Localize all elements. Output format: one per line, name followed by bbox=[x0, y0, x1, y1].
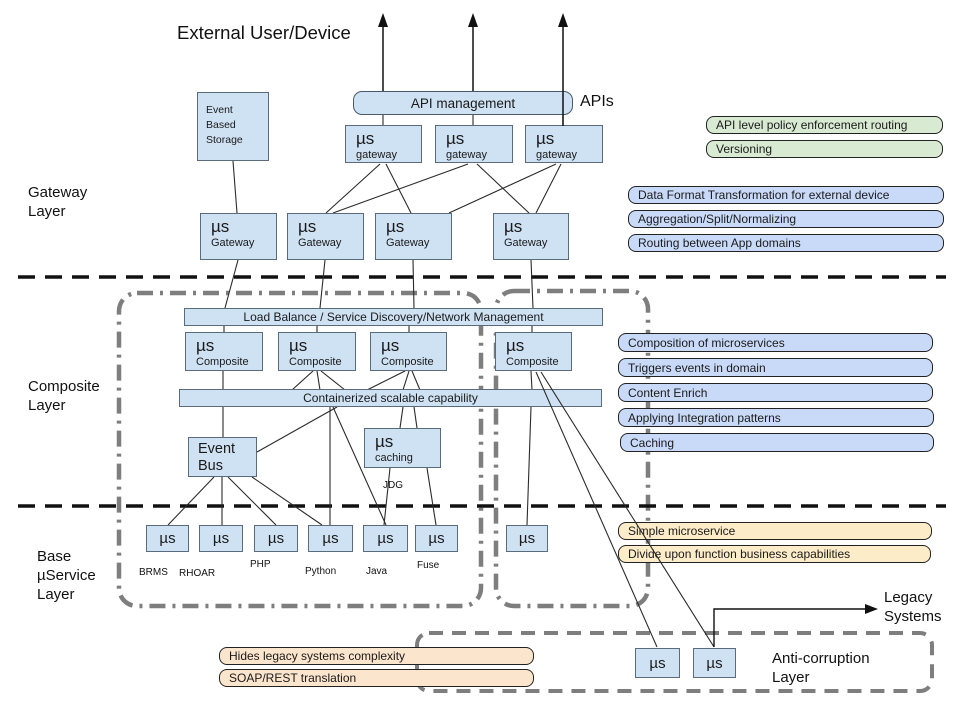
us-base-node-brms: µs bbox=[146, 525, 189, 552]
composite-sub-label: Composite bbox=[196, 356, 249, 368]
gateway-layer-label: Gateway Layer bbox=[28, 184, 88, 220]
annotation-composition: Composition of microservices bbox=[618, 333, 933, 352]
tech-label-java: Java bbox=[366, 566, 388, 577]
gateway-sub-label: Gateway bbox=[298, 237, 342, 249]
annotation-routing: Routing between App domains bbox=[628, 234, 944, 252]
event-based-storage-node: Event Based Storage bbox=[197, 92, 269, 161]
annotation-integration-patterns: Applying Integration patterns bbox=[618, 408, 934, 427]
us-composite-node-1: µs Composite bbox=[185, 332, 263, 371]
us-gateway-node-2: µs Gateway bbox=[287, 213, 364, 260]
caching-sub-label: caching bbox=[375, 452, 413, 464]
us-base-node-python: µs bbox=[308, 525, 353, 552]
jdg-label: JDG bbox=[383, 480, 403, 491]
up-arrowhead-icon bbox=[558, 13, 568, 27]
us-label: µs bbox=[536, 129, 555, 148]
annotation-caching: Caching bbox=[620, 433, 934, 452]
us-composite-node-2: µs Composite bbox=[278, 332, 356, 371]
legacy-systems-label: Legacy Systems bbox=[884, 589, 942, 625]
tech-label-brms: BRMS bbox=[139, 567, 168, 578]
us-base-node-php: µs bbox=[254, 525, 298, 552]
annotation-api-policy: API level policy enforcement routing bbox=[706, 116, 943, 134]
us-label: µs bbox=[506, 336, 525, 355]
us-label: µs bbox=[298, 217, 317, 236]
us-gateway-node-1: µs Gateway bbox=[200, 213, 277, 260]
annotation-simple-microservice: Simple microservice bbox=[618, 522, 932, 540]
composite-sub-label: Composite bbox=[289, 356, 342, 368]
us-gateway-small-node-3: µs gateway bbox=[525, 125, 603, 163]
us-caching-node: µs caching bbox=[364, 428, 441, 468]
us-label: µs bbox=[211, 217, 230, 236]
annotation-triggers: Triggers events in domain bbox=[618, 358, 933, 377]
gateway-sub-label: gateway bbox=[356, 149, 397, 161]
us-label: µs bbox=[196, 336, 215, 355]
up-arrowhead-icon bbox=[468, 13, 478, 27]
up-arrowhead-icon bbox=[378, 13, 388, 27]
tech-label-php: PHP bbox=[250, 559, 271, 570]
us-composite-node-3: µs Composite bbox=[370, 332, 447, 371]
us-label: µs bbox=[386, 217, 405, 236]
apis-label: APIs bbox=[580, 93, 614, 110]
us-label: µs bbox=[289, 336, 308, 355]
right-arrowhead-icon bbox=[865, 604, 878, 614]
us-gateway-small-node-2: µs gateway bbox=[435, 125, 513, 163]
us-gateway-node-3: µs Gateway bbox=[375, 213, 452, 260]
tech-label-rhoar: RHOAR bbox=[179, 568, 216, 579]
us-label: µs bbox=[381, 336, 400, 355]
composite-sub-label: Composite bbox=[381, 356, 434, 368]
us-base-node-java: µs bbox=[363, 525, 408, 552]
annotation-divide-function: Divide upon function business capabiliti… bbox=[618, 545, 931, 563]
annotation-soap-rest: SOAP/REST translation bbox=[219, 669, 534, 687]
base-layer-label: Base µService Layer bbox=[37, 548, 96, 603]
containerized-bar: Containerized scalable capability bbox=[179, 389, 602, 407]
composite-sub-label: Composite bbox=[506, 356, 559, 368]
annotation-hides-legacy: Hides legacy systems complexity bbox=[219, 647, 534, 665]
us-label: µs bbox=[356, 129, 375, 148]
annotation-data-format: Data Format Transformation for external … bbox=[628, 186, 944, 204]
us-composite-node-4: µs Composite bbox=[495, 332, 572, 371]
load-balance-bar: Load Balance / Service Discovery/Network… bbox=[184, 308, 603, 326]
gateway-sub-label: Gateway bbox=[504, 237, 548, 249]
us-base-node-right-domain: µs bbox=[506, 525, 548, 552]
event-bus-node: Event Bus bbox=[188, 437, 257, 477]
gateway-sub-label: Gateway bbox=[211, 237, 255, 249]
us-base-node-rhoar: µs bbox=[199, 525, 243, 552]
gateway-sub-label: Gateway bbox=[386, 237, 430, 249]
annotation-aggregation: Aggregation/Split/Normalizing bbox=[628, 210, 944, 228]
us-label: µs bbox=[446, 129, 465, 148]
annotation-versioning: Versioning bbox=[706, 140, 943, 158]
annotation-content-enrich: Content Enrich bbox=[618, 383, 933, 402]
us-anticorruption-node-2: µs bbox=[693, 648, 736, 678]
tech-label-fuse: Fuse bbox=[417, 560, 440, 571]
us-base-node-fuse: µs bbox=[415, 525, 458, 552]
composite-layer-label: Composite Layer bbox=[28, 378, 100, 414]
us-gateway-small-node-1: µs gateway bbox=[345, 125, 422, 163]
api-management-node: API management bbox=[353, 91, 573, 115]
page-title: External User/Device bbox=[177, 22, 351, 43]
anticorruption-layer-label: Anti-corruption Layer bbox=[772, 650, 870, 686]
legacy-arrow-icon bbox=[713, 604, 878, 647]
tech-label-python: Python bbox=[305, 566, 337, 577]
us-anticorruption-node-1: µs bbox=[635, 648, 680, 678]
us-label: µs bbox=[375, 432, 394, 451]
us-label: µs bbox=[504, 217, 523, 236]
us-gateway-node-4: µs Gateway bbox=[493, 213, 569, 260]
gateway-sub-label: gateway bbox=[446, 149, 487, 161]
gateway-sub-label: gateway bbox=[536, 149, 577, 161]
